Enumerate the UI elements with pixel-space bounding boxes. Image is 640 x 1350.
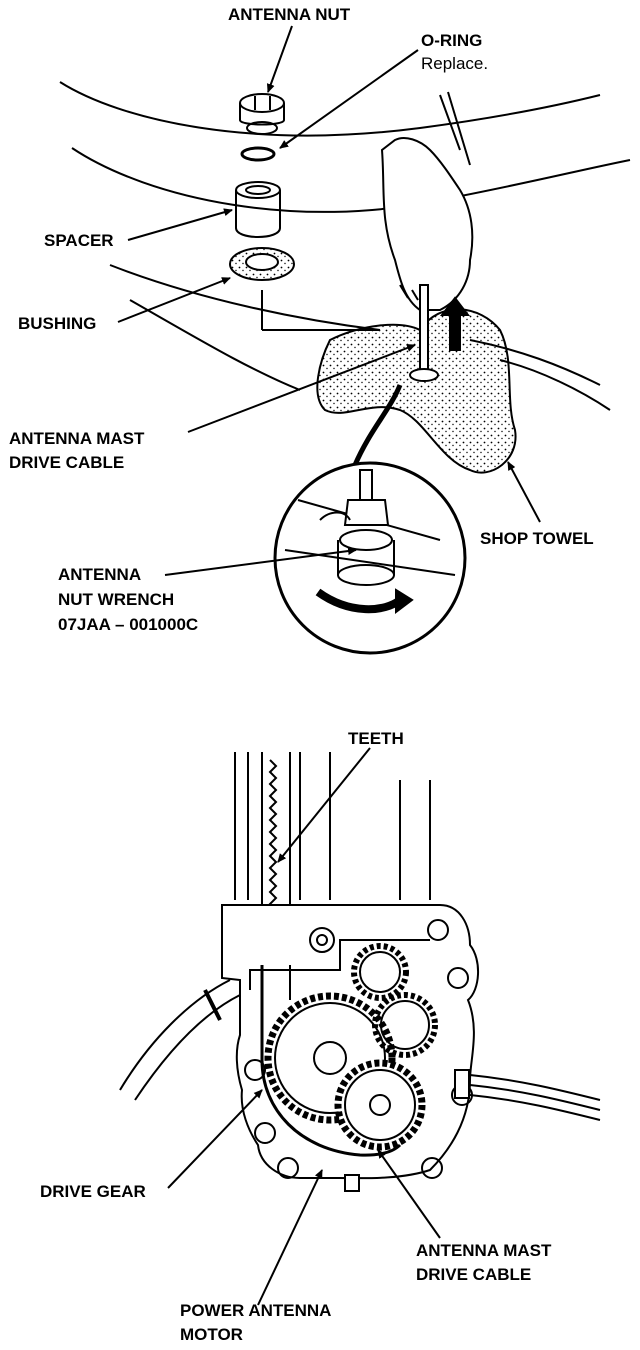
wrench-handle [419,284,429,381]
fingers [399,284,419,301]
body-line-2 [129,299,301,391]
label-mast-drive-cable-upper-1: ANTENNA MAST [9,429,145,448]
label-spacer: SPACER [44,231,114,250]
body-line-3 [499,359,611,411]
label-motor-2: MOTOR [180,1325,243,1344]
pull-arrow [439,296,471,351]
label-motor-1: POWER ANTENNA [180,1301,332,1320]
label-drive-gear: DRIVE GEAR [40,1182,146,1201]
inset-circle [273,461,467,655]
inset-lead [352,384,403,466]
label-mast-drive-cable-lower-1: ANTENNA MAST [416,1241,552,1260]
body-line-1 [109,264,381,331]
turn-arrow [315,588,403,614]
label-antenna-nut: ANTENNA NUT [228,5,351,24]
wire-harness [454,1069,601,1121]
drive-gear-part [264,992,396,1124]
antenna-opening [409,368,439,382]
body-line-5 [439,94,461,151]
hose-ring [203,989,222,1021]
fender-inner-line [71,147,631,213]
body-line-6 [447,91,471,166]
spacer-part [235,181,281,238]
upper-figure [59,25,631,655]
o-ring-part [240,146,276,162]
mounting-bosses [244,919,473,1179]
label-shop-towel: SHOP TOWEL [480,529,594,548]
label-o-ring-note: Replace. [421,54,489,73]
antenna-nut-part [239,93,285,135]
shop-towel-part [316,308,517,474]
upper-leaders [117,25,541,576]
label-teeth: TEETH [348,729,404,748]
hand [380,137,474,311]
side-hose [119,979,231,1091]
label-mast-drive-cable-lower-2: DRIVE CABLE [416,1265,532,1284]
cable-channel [260,965,402,1157]
bushing-part [229,247,295,281]
label-wrench-2: NUT WRENCH [58,590,175,609]
label-wrench-3: 07JAA – 001000C [58,615,199,634]
lower-figure [119,747,601,1306]
fender-outline [59,81,601,137]
label-wrench-1: ANTENNA [58,565,142,584]
idler-gear [334,1059,426,1151]
label-mast-drive-cable-upper-2: DRIVE CABLE [9,453,125,472]
housing-inner-edge [249,939,430,990]
lower-leaders [167,747,441,1306]
side-hose-inner [134,994,241,1101]
inset-contents [284,469,456,614]
label-bushing: BUSHING [18,314,97,333]
bottom-boss [344,1174,360,1192]
small-gear-top [351,943,409,1001]
label-o-ring: O-RING [421,31,483,50]
